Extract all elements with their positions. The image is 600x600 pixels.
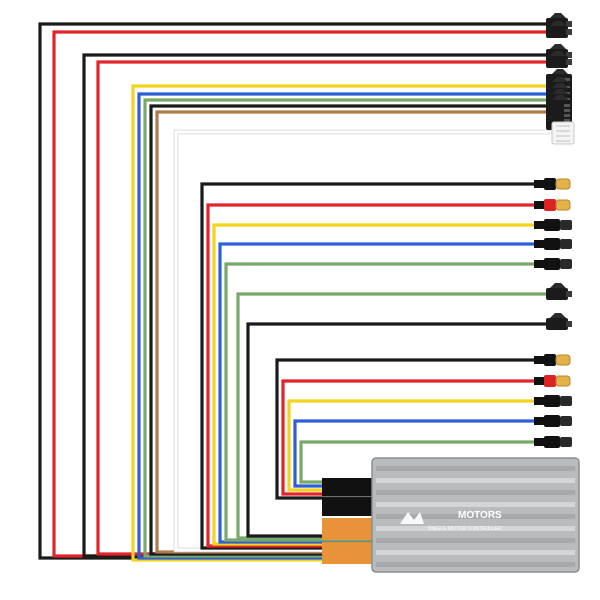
- wire-w6: [137, 92, 546, 560]
- model-text: SINGLE MOTOR CONTROLLER: [428, 526, 502, 532]
- bullet-gold-connector-w19: [534, 375, 571, 387]
- black-sleeve-top: [322, 478, 378, 496]
- jst-3pin-connector-w17: [546, 313, 572, 330]
- heat-sink-fin: [376, 526, 575, 531]
- wire-w17: [246, 322, 546, 538]
- orange-sleeve-third: [322, 518, 378, 540]
- bullet-plug-connector-w15: [534, 258, 572, 270]
- wire-w12: [206, 203, 534, 548]
- bullet-plug-connector-w21: [534, 415, 572, 427]
- jst-3pin-connector-w2: [546, 21, 572, 38]
- heat-sink-fin: [376, 562, 575, 567]
- wire-w15: [224, 262, 534, 542]
- jst-3pin-connector-w4: [546, 51, 572, 68]
- wire-w11: [200, 182, 534, 550]
- bullet-gold-connector-w12: [534, 199, 571, 211]
- wire-w13: [212, 223, 534, 546]
- jst-3pin-connector-w16: [546, 283, 572, 300]
- heat-sink-fin: [376, 466, 575, 471]
- motor-controller-housing: MOTORS SINGLE MOTOR CONTROLLER: [371, 457, 580, 573]
- connectors-layer: [534, 13, 575, 448]
- heat-sink-fin: [376, 478, 575, 483]
- heat-sink-fin: [376, 502, 575, 507]
- wire-w16: [236, 292, 546, 540]
- wire-w8: [149, 104, 546, 556]
- bullet-plug-connector-w20: [534, 395, 572, 407]
- wire-w10: [174, 130, 552, 552]
- black-sleeve-second: [322, 498, 378, 516]
- orange-sleeve-bottom: [322, 542, 378, 564]
- wire-w5: [131, 84, 546, 562]
- bullet-plug-connector-w22: [534, 436, 572, 448]
- heat-sink-fin: [376, 538, 575, 543]
- white-plug-connector-w10: [551, 121, 575, 145]
- heat-sink-fin: [376, 550, 575, 555]
- wire-w14: [218, 242, 534, 544]
- bullet-gold-connector-w11: [534, 178, 571, 190]
- wire-w7: [143, 98, 546, 558]
- bullet-gold-connector-w18: [534, 354, 571, 366]
- bullet-plug-connector-w13: [534, 219, 572, 231]
- heat-sink-fin: [376, 490, 575, 495]
- bullet-plug-connector-w14: [534, 238, 572, 250]
- brand-text: MOTORS: [458, 510, 502, 521]
- heat-sink-fin: [376, 514, 575, 519]
- cable-sleeves: [322, 478, 378, 564]
- brand-logo: [400, 512, 424, 524]
